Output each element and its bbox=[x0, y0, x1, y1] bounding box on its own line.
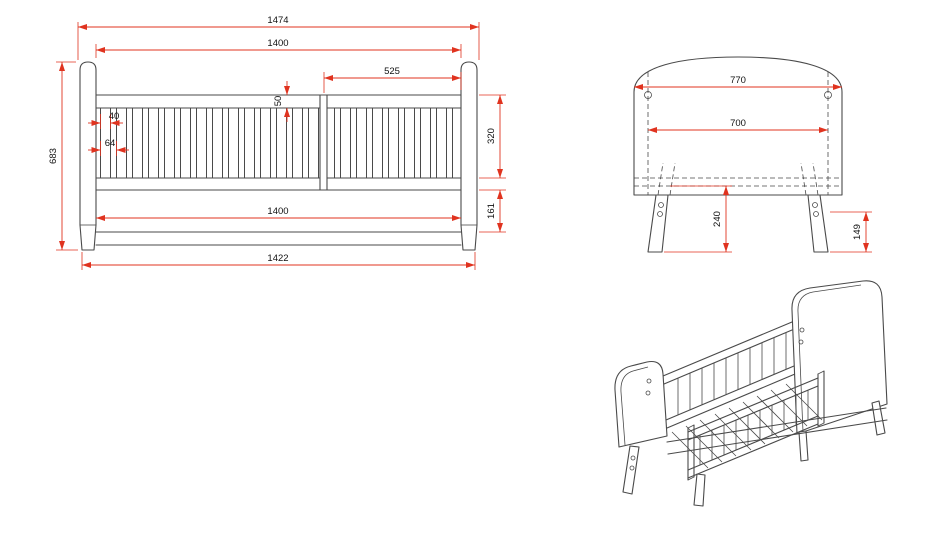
dim-label-inner-width: 1400 bbox=[267, 38, 288, 49]
persp-front-mid-leg bbox=[693, 473, 706, 507]
dim-slat-width: 40 bbox=[88, 111, 123, 129]
dim-label-barrier-height: 320 bbox=[486, 128, 497, 144]
dim-label-rail-height: 50 bbox=[273, 96, 284, 107]
dim-leg-height: 240 bbox=[664, 185, 732, 253]
dim-floor-clearance: 149 bbox=[830, 211, 872, 253]
dim-panel-width: 770 bbox=[634, 75, 842, 90]
dim-overall-width: 1474 bbox=[77, 15, 480, 60]
dim-rail-length: 525 bbox=[323, 66, 462, 93]
dim-slat-pitch: 64 bbox=[88, 138, 129, 156]
dim-label-floor-clearance: 149 bbox=[852, 224, 863, 240]
dim-rail-height: 50 bbox=[273, 81, 290, 122]
dim-inner-width-top: 1400 bbox=[95, 38, 462, 58]
dim-label-slat-pitch: 64 bbox=[105, 138, 116, 149]
dim-label-footprint-width: 1422 bbox=[267, 253, 288, 264]
end-left-leg bbox=[647, 194, 669, 253]
persp-headboard-right-leg bbox=[871, 400, 886, 436]
dim-label-slat-width: 40 bbox=[109, 111, 120, 122]
front-elevation-view: 1474 1400 525 50 40 bbox=[48, 15, 506, 270]
dim-label-leg-height: 240 bbox=[712, 211, 723, 227]
end-panel bbox=[633, 56, 843, 196]
front-left-end-panel bbox=[79, 61, 97, 251]
persp-mattress-slats bbox=[671, 383, 823, 469]
dim-label-overall-width: 1474 bbox=[267, 15, 288, 26]
dim-label-rail-length: 525 bbox=[384, 66, 400, 77]
end-elevation-view: 770 700 240 149 bbox=[633, 56, 872, 253]
end-bed-outline bbox=[633, 56, 843, 253]
persp-headboard bbox=[791, 280, 888, 435]
dim-barrier-height: 320 bbox=[479, 94, 506, 179]
end-right-leg bbox=[807, 194, 829, 253]
front-slats bbox=[100, 108, 458, 178]
dim-label-inner-width-bottom: 1400 bbox=[267, 206, 288, 217]
persp-far-barrier bbox=[662, 321, 796, 429]
persp-near-barrier bbox=[687, 370, 825, 481]
dim-inner-width-bottom: 1400 bbox=[96, 206, 461, 221]
dim-base-gap: 161 bbox=[479, 189, 506, 233]
end-fitting-right-icon bbox=[824, 91, 832, 99]
dim-label-panel-width: 770 bbox=[730, 75, 746, 86]
end-fitting-left-icon bbox=[644, 91, 652, 99]
persp-footboard bbox=[614, 360, 668, 448]
dim-footprint-width: 1422 bbox=[81, 252, 476, 270]
dim-label-base-gap: 161 bbox=[486, 203, 497, 219]
dim-label-overall-height: 683 bbox=[48, 148, 59, 164]
front-right-end-panel bbox=[460, 61, 478, 251]
dim-end-inner-width: 700 bbox=[648, 118, 828, 133]
dim-overall-height: 683 bbox=[48, 61, 78, 251]
front-center-post bbox=[319, 94, 328, 191]
dim-label-end-inner-width: 700 bbox=[730, 118, 746, 129]
persp-near-side-rail bbox=[666, 407, 888, 455]
persp-headboard-far-leg bbox=[798, 430, 809, 462]
perspective-view bbox=[614, 280, 888, 507]
front-bed-outline bbox=[79, 61, 478, 251]
